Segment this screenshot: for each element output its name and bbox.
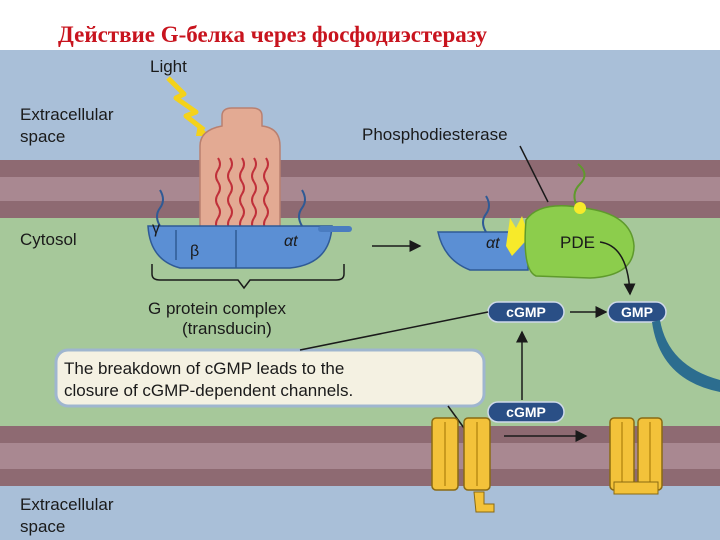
transducin-pde-diagram: Light Extracellular space Phosphodiester…: [0, 50, 720, 540]
g-complex-bracket: [151, 264, 345, 290]
g-complex-label-2: (transducin): [182, 319, 272, 338]
receptor-helices: [215, 157, 269, 231]
pde-to-gmp-arrow: [599, 241, 636, 296]
cgmp-bottom-pill: cGMP: [487, 401, 565, 423]
svg-text:cGMP: cGMP: [506, 304, 546, 320]
alpha-t-left-label: αt: [284, 233, 298, 250]
extracellular-space-bottom: [0, 486, 720, 540]
light-bolt-icon: [166, 76, 206, 132]
slide-title: Действие G-белка через фосфодиэстеразу: [58, 22, 488, 47]
callout-line-1: The breakdown of cGMP leads to the: [64, 359, 344, 378]
alpha-t-subunit: [437, 231, 529, 271]
callout-line-2: closure of cGMP-dependent channels.: [64, 381, 353, 400]
gmp-pill: GMP: [607, 301, 667, 323]
callout-box: [54, 348, 486, 408]
gamma-label: γ: [152, 220, 160, 237]
extracellular-top-label-2: space: [20, 127, 65, 146]
svg-text:cGMP: cGMP: [506, 404, 546, 420]
extracellular-bottom-label-1: Extracellular: [20, 495, 114, 514]
pde-enzyme: [524, 205, 635, 279]
extracellular-bottom-label-2: space: [20, 517, 65, 536]
extracellular-top-label-1: Extracellular: [20, 105, 114, 124]
cytosol-label: Cytosol: [20, 230, 77, 249]
pde-label: PDE: [560, 233, 595, 252]
cgmp-top-pill: cGMP: [487, 301, 565, 323]
cgmp-channel-closed: [609, 417, 663, 495]
g-complex-label-1: G protein complex: [148, 299, 286, 318]
extracellular-space-top: [0, 50, 720, 160]
beta-label: β: [190, 243, 199, 260]
cgmp-channel-open: [431, 417, 495, 513]
alpha-t-right-label: αt: [486, 235, 500, 252]
phosphodiesterase-label: Phosphodiesterase: [362, 125, 508, 144]
light-label: Light: [150, 57, 187, 76]
svg-text:GMP: GMP: [621, 304, 653, 320]
g-protein-complex: [147, 225, 333, 269]
channel-fragment: [652, 320, 720, 392]
